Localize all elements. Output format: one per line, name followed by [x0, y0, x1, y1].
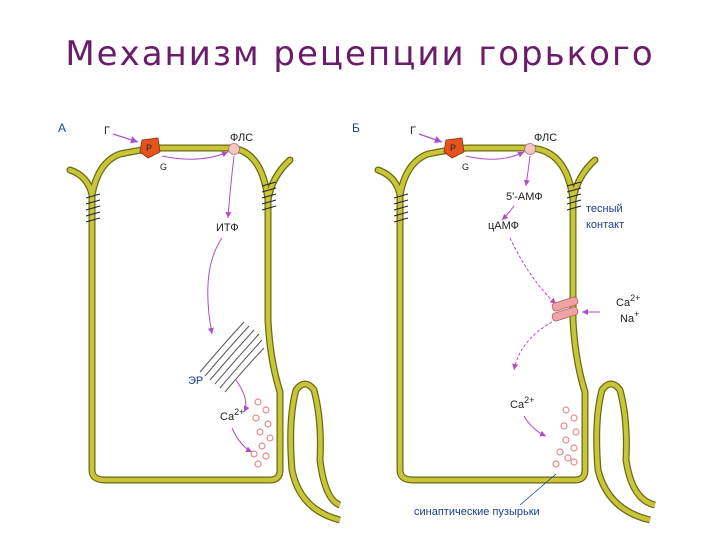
- tight-junction-a-left: [85, 193, 101, 223]
- panel-b: Б Г Р G ФЛС 5'-АМФ цАМФ: [352, 121, 657, 524]
- organelle-label-a: ЭР: [188, 375, 203, 387]
- ip3-to-er-arrow-a: [207, 237, 223, 335]
- amp-product-label-b: 5'-АМФ: [506, 191, 543, 203]
- g-protein-label-b: G: [462, 162, 469, 172]
- g-protein-label-a: G: [160, 162, 167, 172]
- camp-to-channel-arrow-b: [509, 237, 557, 305]
- amp-to-camp-arrow-b: [501, 205, 515, 221]
- tight-junction-b-right: [566, 181, 582, 211]
- ion-label-a: Ca2+: [220, 407, 244, 423]
- page-title: Механизм рецепции горького: [65, 34, 655, 74]
- endoplasmic-reticulum-a: [199, 321, 265, 393]
- enzyme-b: [524, 143, 536, 155]
- g-to-enzyme-arrow-b: [465, 151, 525, 160]
- ca-to-vesicles-arrow-a: [231, 427, 253, 453]
- tight-junction-label-line2: контакт: [586, 219, 624, 231]
- er-to-ca-arrow-a: [235, 379, 250, 413]
- panel-a-label: А: [58, 121, 66, 135]
- channel-to-ca-arrow-b: [512, 321, 553, 371]
- g-to-enzyme-arrow-a: [161, 151, 229, 160]
- tight-junction-label-line1: тесный: [586, 203, 623, 215]
- panel-a: А Г Р G ФЛС: [58, 121, 342, 524]
- tight-junction-a-right: [261, 181, 277, 211]
- enzyme-to-ip3-arrow-a: [225, 155, 235, 219]
- tastant-arrow-a: [112, 133, 139, 144]
- tastant-arrow-b: [418, 133, 443, 144]
- synaptic-vesicles-a: [250, 398, 274, 468]
- receptor-b: [443, 137, 465, 159]
- tight-junction-b-left: [393, 193, 409, 223]
- tastant-label-b: Г: [410, 125, 416, 137]
- nerve-ending-a: [287, 380, 342, 524]
- channel-ion2-label-b: Na+: [620, 309, 639, 325]
- panel-b-label: Б: [352, 121, 360, 135]
- enzyme-label-b: ФЛС: [534, 132, 557, 144]
- enzyme-label-a: ФЛС: [230, 132, 253, 144]
- receptor-label-b: Р: [450, 143, 456, 153]
- channel-ion1-label-b: Ca2+: [616, 293, 640, 309]
- ion-label-b: Ca2+: [510, 395, 534, 411]
- enzyme-to-amp-arrow-b: [523, 155, 531, 187]
- ca-to-vesicles-arrow-b: [523, 415, 547, 437]
- vesicles-label-b: синаптические пузырьки: [414, 506, 540, 518]
- receptor-label-a: Р: [146, 143, 152, 153]
- camp-label-b: цАМФ: [488, 220, 519, 232]
- enzyme-a: [228, 143, 240, 155]
- synaptic-vesicles-b: [552, 406, 580, 468]
- messenger-label-a: ИТФ: [216, 222, 239, 234]
- nerve-ending-b: [593, 380, 657, 524]
- ion-channel-b: [551, 296, 579, 322]
- receptor-a: [139, 137, 161, 159]
- tastant-label-a: Г: [104, 125, 110, 137]
- vesicles-pointer-b: [519, 473, 557, 506]
